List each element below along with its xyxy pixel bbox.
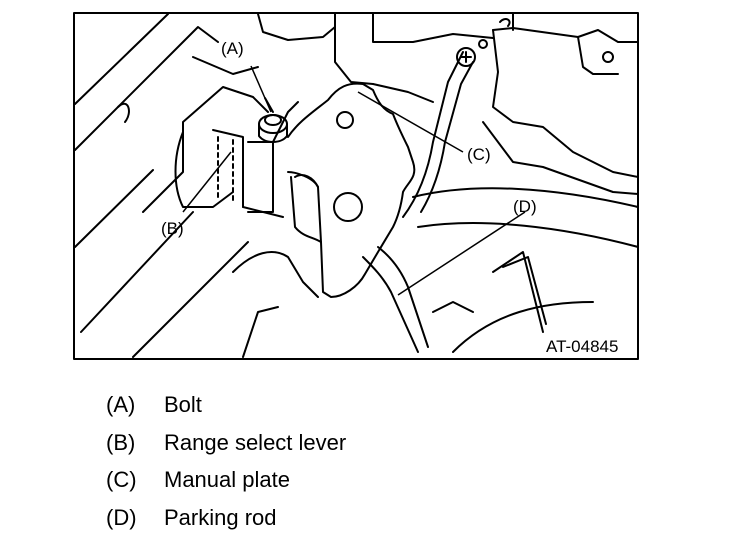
legend-list: (A) Bolt (B) Range select lever (C) Manual … [106, 386, 346, 536]
range-select-lever [174, 101, 299, 218]
callout-d: (D) [513, 197, 537, 216]
legend-item: (D) Parking rod [106, 499, 346, 537]
diagram-figure: (A) (B) (C) (D) AT-04845 [73, 12, 639, 360]
leader-c [357, 91, 464, 153]
figure-frame [73, 12, 639, 360]
transmission-housing-left [74, 13, 269, 358]
leader-lines [182, 65, 526, 296]
legend-item: (C) Manual plate [106, 461, 346, 499]
legend-key: (C) [106, 467, 137, 492]
legend-label: Range select lever [164, 429, 347, 455]
bolt [258, 97, 288, 143]
leader-d [397, 211, 526, 296]
leader-b [182, 151, 232, 213]
legend-label: Bolt [164, 392, 202, 417]
diagram-illustration: (A) (B) (C) (D) AT-04845 [73, 12, 639, 360]
legend-label: Manual plate [164, 467, 290, 492]
legend-key: (D) [106, 504, 137, 530]
upper-right-bracket [456, 13, 639, 195]
legend-item: (A) Bolt [106, 386, 346, 424]
legend-key: (B) [106, 429, 136, 455]
callout-a: (A) [221, 39, 244, 58]
callout-b: (B) [161, 219, 184, 238]
leader-a [250, 65, 272, 113]
figure-id: AT-04845 [546, 337, 618, 356]
legend-key: (A) [106, 392, 136, 417]
callout-c: (C) [467, 145, 491, 164]
legend-item: (B) Range select lever [106, 424, 346, 462]
manual-plate [287, 82, 416, 298]
legend-label: Parking rod [164, 504, 277, 530]
housing-lower-right [232, 187, 639, 358]
